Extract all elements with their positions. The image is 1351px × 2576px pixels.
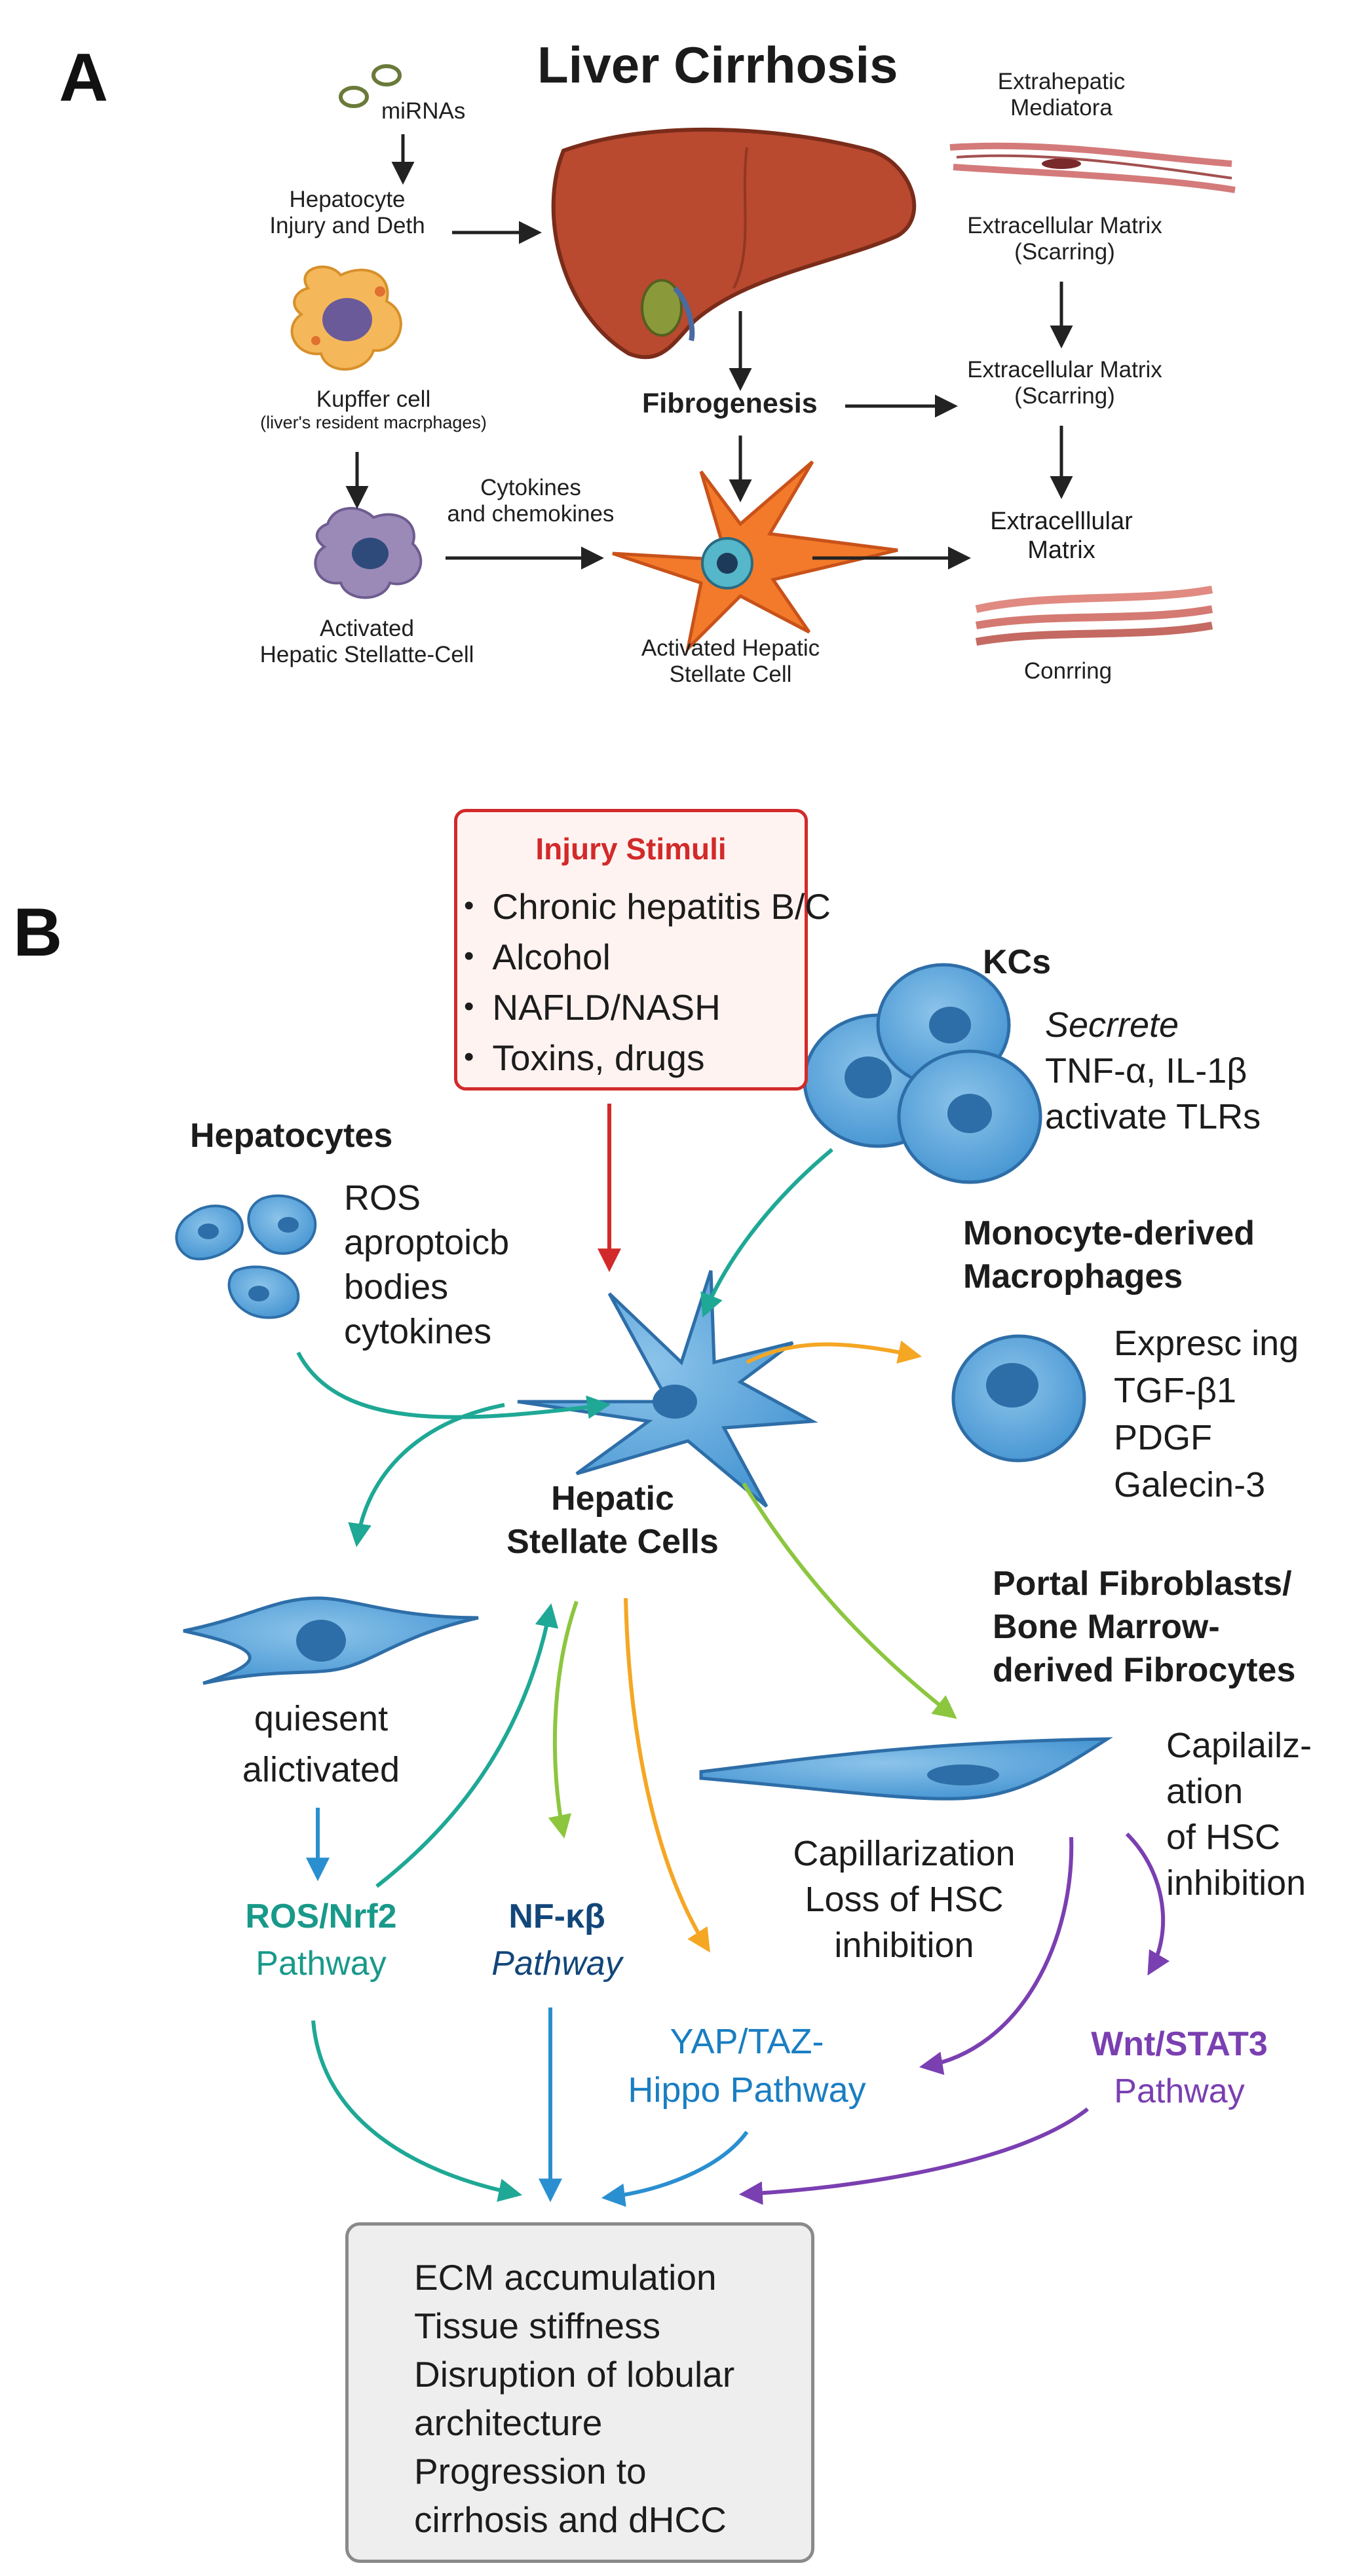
ecm-top-label: Extracellular Matrix(Scarring)	[967, 213, 1162, 265]
portal-fibroblast-title: Portal Fibroblasts/ Bone Marrow- derived…	[993, 1565, 1296, 1689]
injury-item: Toxins, drugs	[464, 1032, 831, 1083]
mirna-icon	[339, 64, 402, 108]
panel-a-arrows	[345, 134, 1073, 570]
portal-right-description: Capilailz- ation of HSC inhibition	[1166, 1726, 1312, 1903]
outcome-list: ECM accumulation Tissue stiffness Disrup…	[414, 2253, 734, 2544]
kupffer-cell-illustration	[290, 265, 402, 371]
nfkb-pathway-label: NF-κβ Pathway	[491, 1897, 622, 1983]
monocyte-description: Expresc ing TGF-β1 PDGF Galecin-3	[1114, 1324, 1299, 1504]
quiescent-cell-illustration	[183, 1596, 479, 1685]
portal-fibroblast-illustration	[699, 1737, 1113, 1801]
fibers-bottom-illustration	[975, 586, 1213, 646]
hepatocytes-description: ROS aproptoicb bodies cytokines	[344, 1178, 510, 1351]
injury-stimuli-box: Injury Stimuli Chronic hepatitis B/C Alc…	[454, 809, 831, 1091]
hsc-center-illustration	[517, 1270, 818, 1508]
outcome-box: ECM accumulation Tissue stiffness Disrup…	[345, 2222, 814, 2563]
kupffer-label: Kupffer cell (liver's resident macrphage…	[260, 386, 487, 433]
hepatocyte-cells-illustration	[175, 1194, 317, 1319]
activated-hsc-center-illustration	[612, 460, 898, 654]
outcome-item: Progression to	[414, 2451, 647, 2492]
outcome-item: ECM accumulation	[414, 2257, 717, 2298]
outcome-item: Tissue stiffness	[414, 2305, 660, 2346]
portal-left-description: Capillarization Loss of HSC inhibition	[793, 1834, 1016, 1965]
panel-a-letter: A	[59, 40, 109, 116]
injury-item: Alcohol	[464, 931, 831, 982]
panel-a-title: Liver Cirrhosis	[537, 36, 898, 94]
outcome-item: Disruption of lobular	[414, 2354, 735, 2395]
outcome-item: cirrhosis and dHCC	[414, 2499, 727, 2540]
injury-stimuli-list: Chronic hepatitis B/C Alcohol NAFLD/NASH…	[464, 881, 831, 1083]
hepatocytes-title: Hepatocytes	[190, 1117, 393, 1155]
injury-item: Chronic hepatitis B/C	[464, 881, 831, 931]
kc-cells-illustration	[803, 963, 1042, 1184]
ros-nrf2-pathway-label: ROS/Nrf2 Pathway	[245, 1897, 397, 1983]
yap-taz-pathway-label: YAP/TAZ- Hippo Pathway	[628, 2022, 866, 2110]
conrring-label: Conrring	[1023, 658, 1113, 684]
mirnas-label: miRNAs	[381, 98, 466, 124]
fibers-top-illustration	[949, 142, 1236, 193]
macrophage-cell-illustration	[951, 1334, 1086, 1463]
panel-b-letter: B	[13, 895, 63, 971]
activated-hsc-left-illustration	[314, 507, 423, 599]
liver-illustration	[551, 127, 917, 360]
kcs-description: Secrrete TNF-α, IL-1β activate TLRs	[1045, 1005, 1261, 1136]
injury-stimuli-title: Injury Stimuli	[535, 832, 727, 866]
panel-b-arrows	[296, 1104, 1170, 2207]
outcome-item: architecture	[414, 2402, 603, 2443]
wnt-stat3-pathway-label: Wnt/STAT3 Pathway	[1091, 2025, 1268, 2110]
ecm-mid-label: Extracellular Matrix(Scarring)	[967, 357, 1162, 409]
fibrogenesis-label: Fibrogenesis	[642, 388, 818, 419]
injury-item: NAFLD/NASH	[464, 982, 831, 1032]
kcs-title: KCs	[983, 943, 1052, 981]
